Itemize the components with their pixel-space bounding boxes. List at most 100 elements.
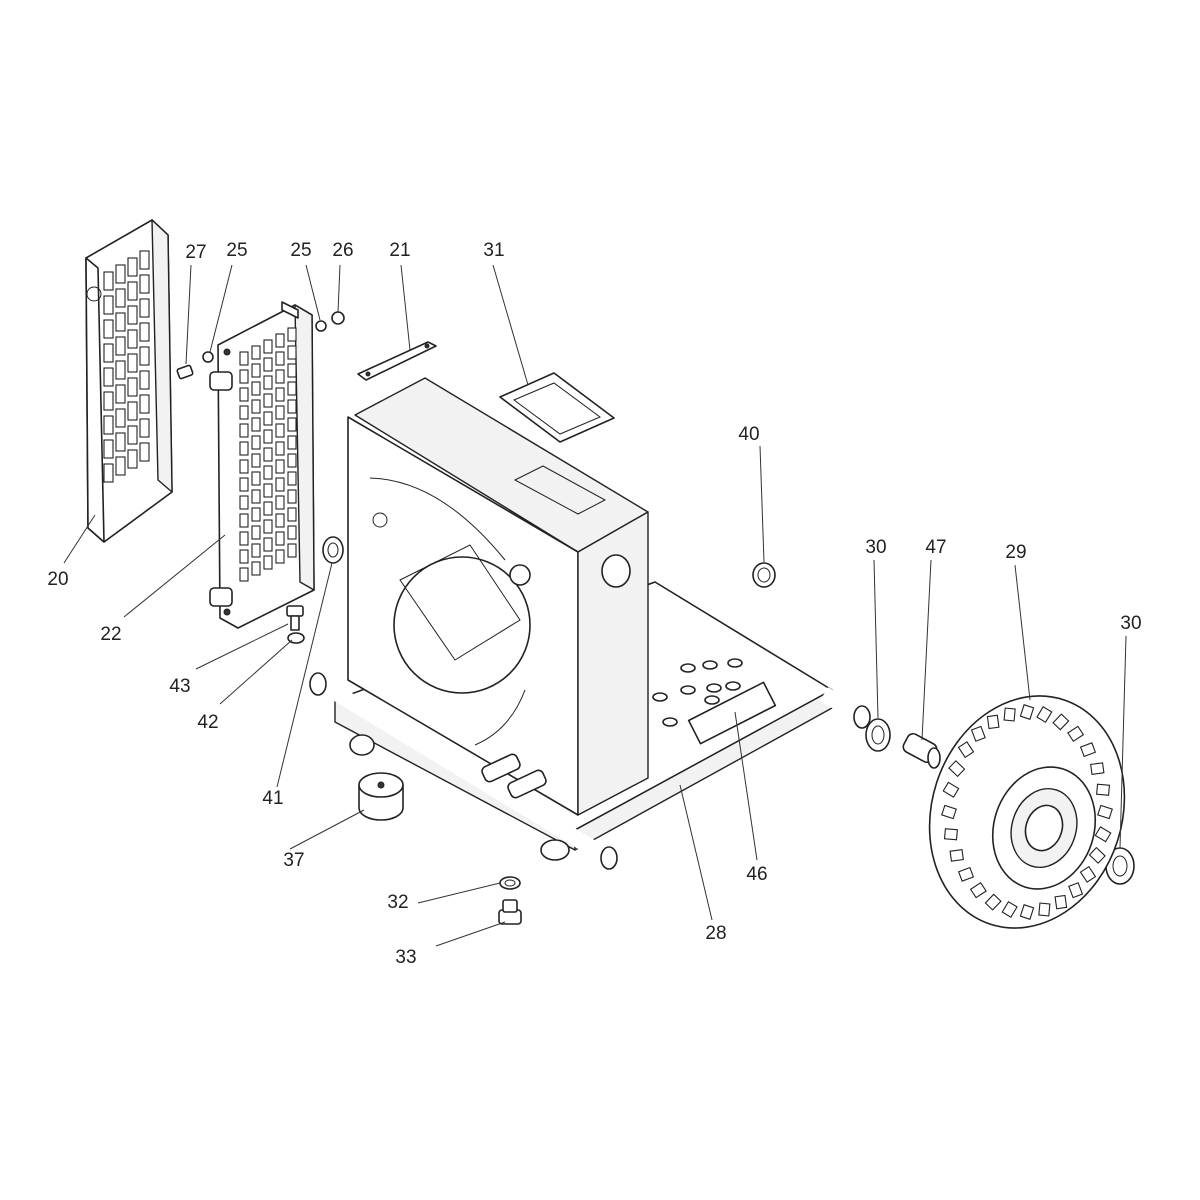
mounting-hole — [652, 692, 668, 702]
part-47-bushing — [902, 732, 941, 769]
part-41-seal-ring — [322, 536, 344, 564]
cooler-slot — [263, 519, 273, 534]
callout-31: 31 — [483, 240, 504, 261]
callout-20: 20 — [47, 569, 68, 590]
cooler-slot — [251, 543, 261, 558]
callout-32: 32 — [387, 892, 408, 913]
cooler-slot — [239, 441, 249, 456]
louver-slot — [115, 264, 126, 284]
part-20-louvered-guard — [85, 219, 173, 543]
louver-slot — [115, 384, 126, 404]
leader-lines — [63, 264, 1127, 947]
tread-block — [942, 781, 960, 798]
cooler-slot — [287, 543, 297, 558]
tread-block — [1001, 901, 1018, 918]
callout-29: 29 — [1005, 542, 1026, 563]
tread-block — [943, 828, 958, 841]
cooler-slot — [251, 363, 261, 378]
cooler-slot — [239, 423, 249, 438]
cooler-slot — [251, 525, 261, 540]
cooler-slot — [287, 345, 297, 360]
part-37-rubber-foot — [358, 772, 404, 821]
tread-block — [957, 866, 975, 882]
cooler-slot — [263, 393, 273, 408]
part-33-drain-plug — [498, 899, 522, 925]
cooler-slot — [263, 339, 273, 354]
mounting-hole — [725, 681, 741, 691]
tread-block — [984, 893, 1002, 911]
cooler-slot — [287, 327, 297, 342]
cooler-slot — [275, 351, 285, 366]
cooler-slot — [275, 531, 285, 546]
cooler-slot — [251, 435, 261, 450]
cooler-slot — [239, 387, 249, 402]
tread-block — [986, 714, 1000, 730]
cooler-slot — [275, 387, 285, 402]
cooler-slot — [251, 417, 261, 432]
louver-slot — [127, 425, 138, 445]
louver-slot — [127, 377, 138, 397]
main-housing — [347, 377, 649, 816]
cooler-slot — [275, 369, 285, 384]
cooler-slot — [263, 375, 273, 390]
cooler-slot — [275, 477, 285, 492]
louver-slot — [127, 305, 138, 325]
callout-labels: 20 22 27 25 25 26 21 31 40 30 47 29 30 4… — [47, 240, 1141, 968]
cooler-slot — [275, 441, 285, 456]
cooler-slot — [263, 483, 273, 498]
cooler-slot — [275, 405, 285, 420]
cooler-slot — [263, 357, 273, 372]
mounting-hole — [702, 660, 718, 670]
tread-block — [1067, 725, 1085, 743]
tread-block — [1090, 762, 1105, 775]
tread-block — [1088, 846, 1106, 864]
louver-slot — [139, 418, 150, 438]
louver-slot — [103, 439, 114, 459]
cooler-slot — [287, 435, 297, 450]
part-30-spacer-left — [865, 718, 891, 752]
part-43-bolt — [286, 605, 304, 631]
cooler-slot — [251, 471, 261, 486]
tread-block — [970, 725, 986, 742]
louver-slot — [115, 336, 126, 356]
cooler-slot — [263, 537, 273, 552]
callout-25-left: 25 — [226, 240, 247, 261]
louver-slot — [115, 456, 126, 476]
callout-47: 47 — [925, 537, 946, 558]
tread-block — [1038, 902, 1051, 917]
tread-block — [1036, 706, 1053, 723]
cooler-slot — [239, 513, 249, 528]
mounting-hole — [704, 695, 720, 705]
callout-42: 42 — [197, 712, 218, 733]
cooler-slot — [287, 417, 297, 432]
cooler-slot — [275, 333, 285, 348]
cooler-slot — [251, 381, 261, 396]
tread-block — [941, 804, 957, 820]
cooler-slot — [239, 567, 249, 582]
louver-slot — [139, 250, 150, 270]
cooler-slot — [239, 549, 249, 564]
tread-block — [1079, 742, 1097, 758]
cooler-slot — [239, 405, 249, 420]
callout-40: 40 — [738, 424, 759, 445]
louver-slot — [139, 346, 150, 366]
callout-27: 27 — [185, 242, 206, 263]
tread-block — [1068, 882, 1084, 899]
part-26-nut — [331, 311, 345, 325]
tread-block — [1003, 707, 1016, 722]
callout-43: 43 — [169, 676, 190, 697]
cooler-slot — [275, 549, 285, 564]
callout-22: 22 — [100, 624, 121, 645]
cooler-slot — [251, 561, 261, 576]
cooler-slot — [287, 381, 297, 396]
part-31-cover-plate — [499, 372, 615, 443]
louver-slot — [139, 298, 150, 318]
callout-30-left: 30 — [865, 537, 886, 558]
tread-block — [957, 741, 975, 759]
mounting-hole — [706, 683, 722, 693]
cooler-slot — [239, 369, 249, 384]
cooler-slot — [287, 363, 297, 378]
tread-block — [949, 849, 964, 862]
cooler-slot — [275, 495, 285, 510]
tread-block — [1094, 826, 1112, 843]
